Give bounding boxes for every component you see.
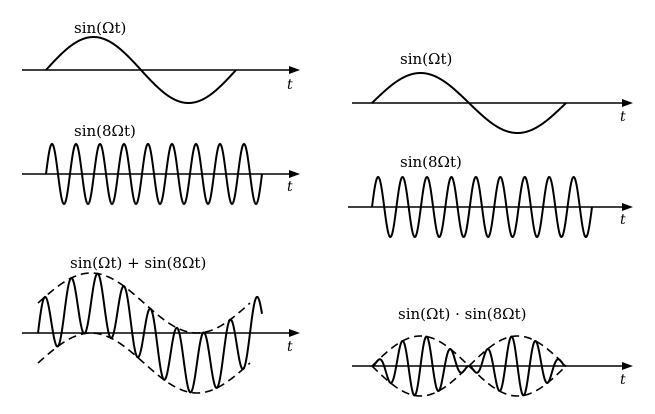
waveform [37, 272, 263, 394]
panel-right-sin-omega: sin(Ωt) t [352, 50, 633, 134]
waveform-label: sin(Ωt) + sin(8Ωt) [70, 254, 206, 272]
axis-label-t: t [287, 77, 293, 93]
axis-arrowhead [622, 99, 633, 107]
waveform [371, 72, 567, 134]
panel-right-product: sin(Ωt) · sin(8Ωt) t [352, 305, 633, 397]
waveform [45, 36, 237, 104]
axis-label-t: t [620, 372, 626, 388]
waveform-label: sin(8Ωt) [74, 122, 136, 140]
axis-arrowhead [622, 203, 633, 211]
panel-left-sin-omega: sin(Ωt) t [22, 19, 300, 104]
envelope-lower [371, 364, 567, 397]
waveform-label: sin(8Ωt) [400, 153, 462, 171]
envelope-lower [37, 332, 251, 394]
axis-label-t: t [620, 109, 626, 125]
panel-left-sin-8-omega: sin(8Ωt) t [22, 122, 300, 206]
waveform-label: sin(Ωt) [74, 19, 126, 37]
axis-arrowhead [289, 329, 300, 337]
axis-label-t: t [620, 212, 626, 228]
waveform [371, 175, 593, 239]
axis-arrowhead [289, 170, 300, 178]
panel-right-sin-8-omega: sin(8Ωt) t [348, 153, 633, 239]
panel-left-sum: sin(Ωt) + sin(8Ωt) t [22, 254, 300, 394]
axis-arrowhead [622, 362, 633, 370]
waveform [45, 142, 263, 206]
axis-label-t: t [287, 179, 293, 195]
waveform [371, 335, 567, 397]
waveform-label: sin(Ωt) · sin(8Ωt) [398, 305, 527, 323]
envelope-upper [371, 335, 567, 368]
waveform-label: sin(Ωt) [400, 50, 452, 68]
axis-arrowhead [289, 66, 300, 74]
envelope-upper [37, 272, 251, 334]
axis-label-t: t [287, 339, 293, 355]
